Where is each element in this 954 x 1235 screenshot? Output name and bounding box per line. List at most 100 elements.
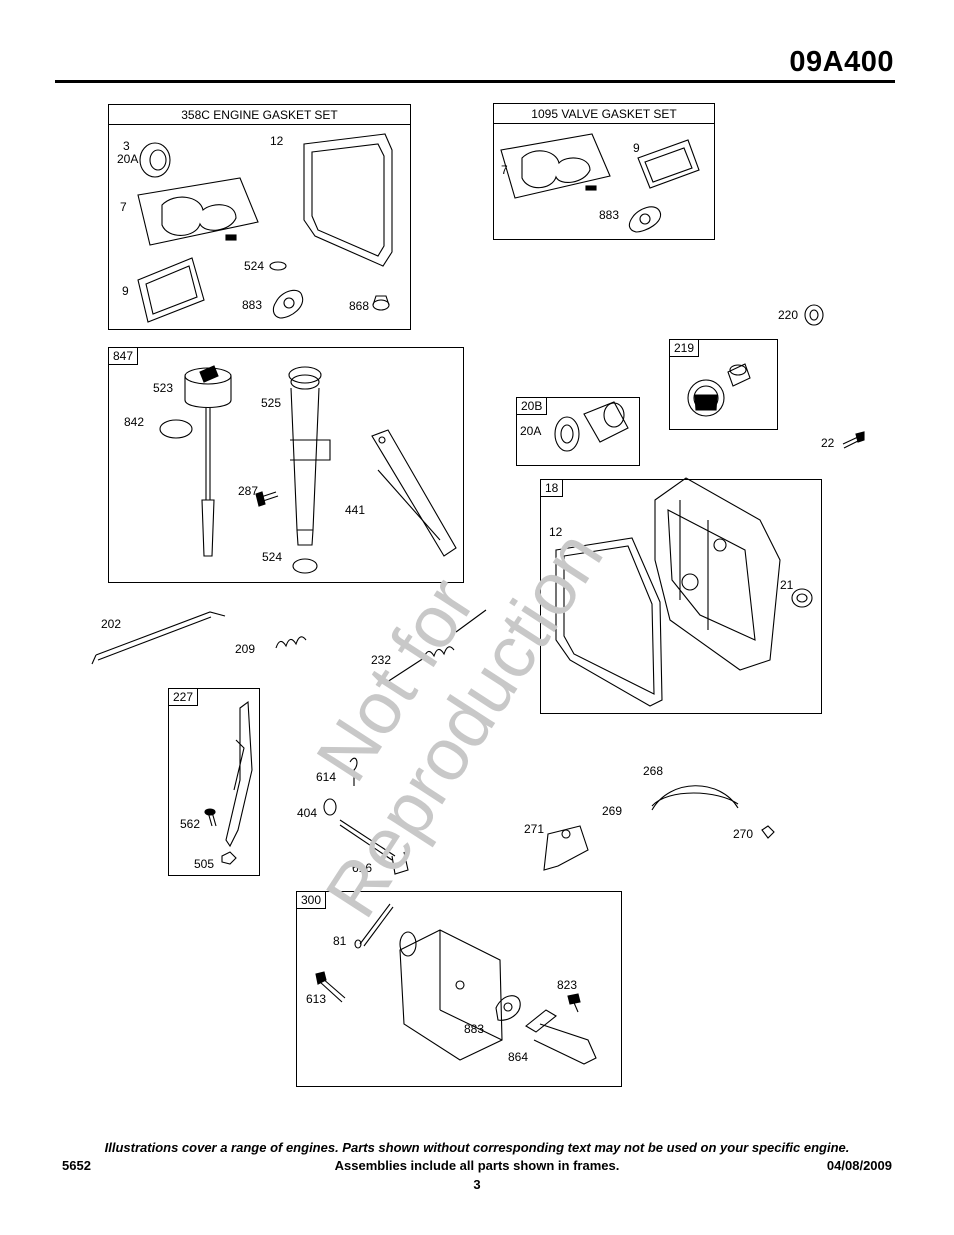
part-number-21: 21 <box>780 578 794 592</box>
part-number-269: 269 <box>602 804 623 818</box>
plug-868-drawing <box>372 295 390 311</box>
part-number-404: 404 <box>297 806 318 820</box>
spring-209-drawing <box>275 636 307 649</box>
screw-287-drawing <box>255 491 279 507</box>
muffler-body-drawing <box>399 929 503 1061</box>
valve-gasket-set-title: 1095 VALVE GASKET SET <box>494 104 714 124</box>
part-number-268: 268 <box>643 764 664 778</box>
sump-part-number-12: 12 <box>549 525 563 539</box>
pin-614-drawing <box>349 757 358 786</box>
part-number-20a: 20A <box>117 152 139 166</box>
sump-frame-label: 18 <box>540 479 564 497</box>
part-number-9: 9 <box>122 284 129 298</box>
part-number-842: 842 <box>124 415 145 429</box>
part-number-864: 864 <box>508 1050 529 1064</box>
muffler-assembly-frame: 300 <box>296 891 622 1087</box>
footer-date: 04/08/2009 <box>826 1158 892 1173</box>
header-rule <box>55 80 895 83</box>
valve-exhaust-gasket-drawing <box>628 206 662 233</box>
sump-housing-drawing <box>654 477 781 671</box>
part-number-232: 232 <box>371 653 392 667</box>
sump-gasket-drawing <box>555 537 663 707</box>
bearing-part-number-20a: 20A <box>520 424 542 438</box>
gear-frame-label: 219 <box>669 339 700 357</box>
part-number-883: 883 <box>242 298 263 312</box>
bearing-assembly-frame: 20B <box>516 397 640 466</box>
washer-404-drawing <box>323 798 337 816</box>
exhaust-gasket-883-drawing <box>272 289 304 319</box>
valve-gasket-set-frame: 1095 VALVE GASKET SET <box>493 103 715 240</box>
bearing-drawing <box>554 401 629 452</box>
engine-gasket-set-frame: 358C ENGINE GASKET SET <box>108 104 411 330</box>
crankcase-gasket-drawing <box>303 133 393 267</box>
oring-524-drawing <box>269 261 287 271</box>
valve-part-number-9: 9 <box>633 141 640 155</box>
nut-505-drawing <box>221 851 237 865</box>
gear-assembly-frame: 219 <box>669 339 778 430</box>
deflector-864-drawing <box>525 1009 597 1065</box>
oil-seal-drawing <box>139 142 171 178</box>
bolt-22-drawing <box>842 431 865 449</box>
bracket-441-drawing <box>371 429 457 557</box>
part-number-613: 613 <box>306 992 327 1006</box>
part-number-7: 7 <box>120 200 127 214</box>
muffler-part-number-883: 883 <box>464 1022 485 1036</box>
breather-gasket-drawing <box>137 257 205 323</box>
dipstick-drawing <box>184 365 232 557</box>
governor-link-202-drawing <box>91 611 226 665</box>
part-number-22: 22 <box>821 436 835 450</box>
bolt-613-drawing <box>315 971 346 1003</box>
part-number-202: 202 <box>101 617 122 631</box>
part-number-524-dipstick: 524 <box>262 550 283 564</box>
oring-842-drawing <box>159 419 193 439</box>
part-number-562: 562 <box>180 817 201 831</box>
head-gasket-drawing <box>137 177 259 246</box>
valve-part-number-883: 883 <box>599 208 620 222</box>
part-number-868: 868 <box>349 299 370 313</box>
part-number-525: 525 <box>261 396 282 410</box>
plug-21-drawing <box>791 588 813 608</box>
screw-562-drawing <box>204 808 217 827</box>
sump-assembly-frame: 18 <box>540 479 822 714</box>
part-number-81: 81 <box>333 934 347 948</box>
valve-head-gasket-drawing <box>500 133 611 199</box>
part-number-271: 271 <box>524 822 545 836</box>
nut-270-drawing <box>761 825 775 839</box>
muffler-frame-label: 300 <box>296 891 327 909</box>
part-number-616: 616 <box>352 861 373 875</box>
part-number-505: 505 <box>194 857 215 871</box>
clip-81-drawing <box>354 903 394 949</box>
dipstick-frame-label: 847 <box>108 347 139 365</box>
footer-assemblies-note: Assemblies include all parts shown in fr… <box>334 1158 620 1173</box>
part-number-524: 524 <box>244 259 265 273</box>
part-number-220: 220 <box>778 308 799 322</box>
model-number: 09A400 <box>789 46 894 78</box>
part-number-270: 270 <box>733 827 754 841</box>
valve-part-number-7: 7 <box>501 163 508 177</box>
engine-gasket-set-title: 358C ENGINE GASKET SET <box>109 105 410 125</box>
valve-cover-gasket-drawing <box>637 139 700 189</box>
gasket-883-muffler-drawing <box>495 995 521 1021</box>
washer-220-drawing <box>804 304 824 326</box>
part-number-523: 523 <box>153 381 174 395</box>
spring-232-drawing <box>383 609 487 685</box>
footer-doc-number: 5652 <box>62 1158 91 1173</box>
dipstick-tube-drawing <box>288 366 331 546</box>
bolt-823-drawing <box>567 993 581 1013</box>
governor-assembly-frame: 227 <box>168 688 260 876</box>
footer-disclaimer: Illustrations cover a range of engines. … <box>104 1140 850 1155</box>
part-number-12: 12 <box>270 134 284 148</box>
gear-drawing <box>687 363 751 417</box>
dipstick-assembly-frame: 847 <box>108 347 464 583</box>
governor-lever-drawing <box>225 700 253 848</box>
governor-frame-label: 227 <box>168 688 199 706</box>
part-number-3: 3 <box>123 139 130 153</box>
part-number-441: 441 <box>345 503 366 517</box>
oring-524b-drawing <box>292 558 318 574</box>
bracket-271-drawing <box>543 825 589 871</box>
part-number-287: 287 <box>238 484 259 498</box>
page-number: 3 <box>473 1177 481 1192</box>
part-number-614: 614 <box>316 770 337 784</box>
bearing-frame-label: 20B <box>516 397 548 415</box>
